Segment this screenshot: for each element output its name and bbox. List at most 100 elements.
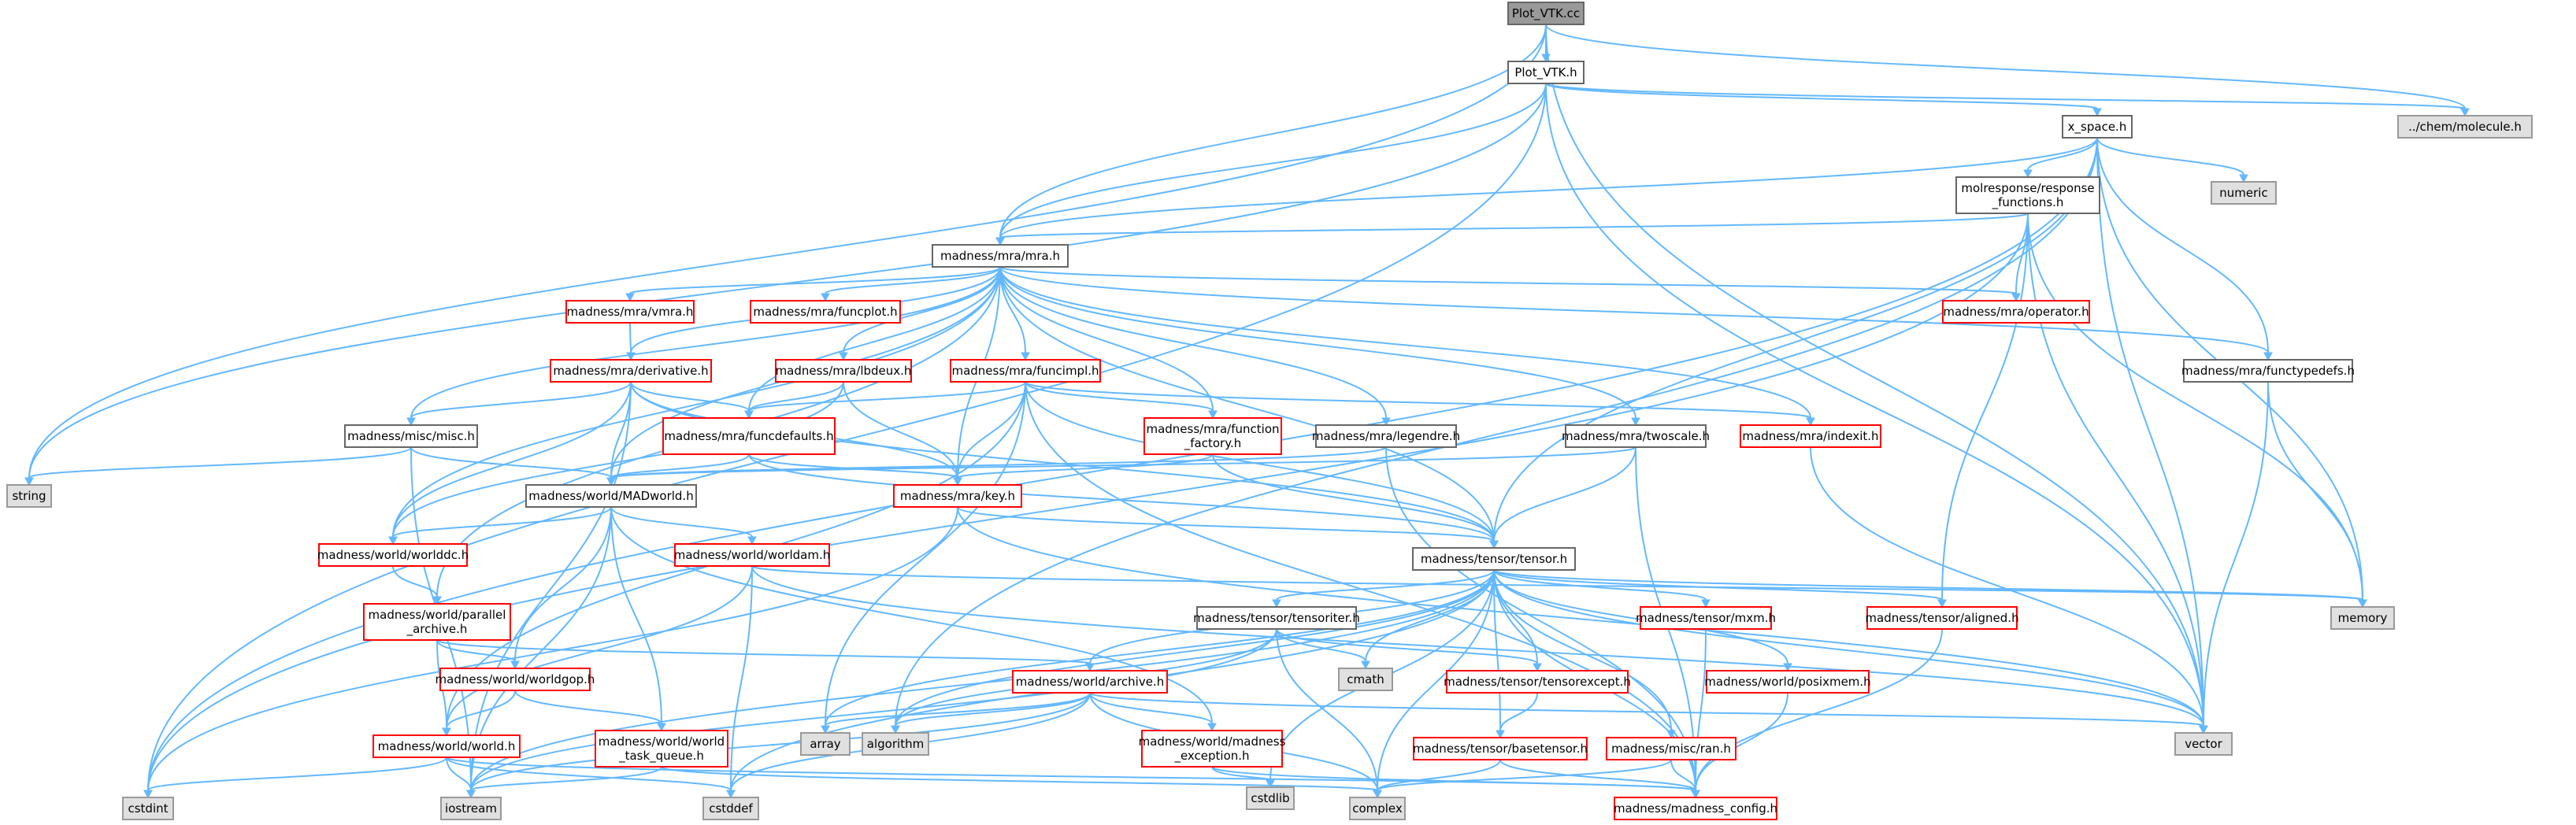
node-box [1640,606,1772,630]
node-worldgop[interactable]: madness/world/worldgop.h [436,668,595,691]
node-aligned[interactable]: madness/tensor/aligned.h [1865,606,2019,630]
node-basetensor[interactable]: madness/tensor/basetensor.h [1413,737,1588,760]
node-mra[interactable]: madness/mra/mra.h [932,244,1069,268]
node-box [1315,424,1457,448]
node-box [674,543,830,567]
node-box [1706,670,1870,694]
node-label: madness/mra/operator.h [1943,305,2089,319]
edge-madworld-to-task_queue [610,506,666,732]
node-label: cstddef [709,801,753,816]
node-box [1012,670,1168,694]
node-chem-molecule: ../chem/molecule.h [2397,115,2533,139]
node-label: complex [1352,801,1403,816]
node-funcdefaults[interactable]: madness/mra/funcdefaults.h [662,417,836,455]
edge-worldgop-to-world [442,690,516,737]
node-box [122,797,174,820]
edge-tensoriter-to-cmath [1276,628,1370,670]
node-posixmem[interactable]: madness/world/posixmem.h [1704,670,1871,694]
edge-worldgop-to-task_queue [514,690,666,732]
node-legendre[interactable]: madness/mra/legendre.h [1312,424,1460,448]
edge-derivative-to-worlddc [388,381,632,546]
node-twoscale[interactable]: madness/mra/twoscale.h [1562,424,1710,448]
node-box [344,424,478,448]
edge-x_space-to-numeric [2096,137,2248,183]
edge-derivative-to-funcdefaults [630,381,754,420]
node-box [595,730,728,768]
node-label: madness/mra/derivative.h [553,364,708,378]
node-x-space[interactable]: x_space.h [2062,115,2133,139]
node-box [1740,424,1881,448]
node-madness-exception[interactable]: madness/world/madness_exception.h [1139,730,1286,768]
node-derivative[interactable]: madness/mra/derivative.h [550,359,712,383]
edge-tensor-to-memory [1493,569,2367,609]
edge-mra-to-indexit [999,266,1815,427]
node-label: array [810,737,840,751]
node-parallel-archive[interactable]: madness/world/parallel_archive.h [363,603,511,641]
node-tensoriter[interactable]: madness/tensor/tensoriter.h [1193,606,1360,630]
node-ran[interactable]: madness/misc/ran.h [1606,737,1736,760]
node-lbdeux[interactable]: madness/mra/lbdeux.h [775,359,912,383]
edge-tensor-to-tensoriter [1272,569,1495,609]
node-plot-vtk-cc[interactable]: Plot_VTK.cc [1507,2,1585,25]
node-label: madness/mra/legendre.h [1312,429,1460,443]
node-label: madness/misc/ran.h [1611,742,1731,756]
node-array: array [800,732,851,756]
edge-worldam-to-memory [751,565,2367,609]
node-misc[interactable]: madness/misc/misc.h [344,424,478,448]
node-label: madness/mra/funcimpl.h [951,364,1099,378]
node-box [932,244,1069,268]
node-label: madness/mra/mra.h [940,249,1060,263]
node-task-queue[interactable]: madness/world/world_task_queue.h [595,730,728,768]
node-label: madness/mra/vmra.h [567,305,694,319]
node-label: madness/tensor/tensoriter.h [1193,611,1360,625]
node-plot-vtk-h[interactable]: Plot_VTK.h [1507,61,1585,84]
node-tensorexcept[interactable]: madness/tensor/tensorexcept.h [1444,670,1631,694]
node-mxm[interactable]: madness/tensor/mxm.h [1636,606,1776,630]
node-box [1942,300,2090,324]
node-funcplot[interactable]: madness/mra/funcplot.h [750,300,901,324]
node-funcimpl[interactable]: madness/mra/funcimpl.h [950,359,1101,383]
node-vmra[interactable]: madness/mra/vmra.h [565,300,695,324]
node-box [1338,668,1393,691]
edge-madness_exception-to-cstdlib [1211,766,1275,789]
node-label: _task_queue.h [618,749,704,764]
node-label: madness/world/world.h [378,739,516,753]
edge-x_space-to-functypedefs [2096,137,2273,361]
node-label: madness/mra/funcplot.h [753,305,897,319]
edge-mra-to-vmra [625,266,1001,302]
node-label: madness/mra/twoscale.h [1562,429,1710,443]
node-madness-config[interactable]: madness/madness_config.h [1614,797,1777,820]
edge-key-to-vector [957,506,2208,734]
node-label: madness/mra/indexit.h [1742,429,1878,443]
node-indexit[interactable]: madness/mra/indexit.h [1740,424,1881,448]
edge-basetensor-to-madness_config [1499,759,1700,799]
node-box [1507,2,1585,25]
node-box [1614,797,1777,820]
node-algorithm: algorithm [862,732,929,756]
node-box [1349,797,1406,820]
node-label: vector [2185,737,2222,751]
node-world[interactable]: madness/world/world.h [373,734,521,758]
node-box [702,797,759,820]
edge-world-to-cstddef [446,757,736,799]
node-molresponse[interactable]: molresponse/response_functions.h [1955,176,2100,214]
node-label: _functions.h [1992,195,2064,210]
node-tensor[interactable]: madness/tensor/tensor.h [1412,547,1576,571]
node-madworld[interactable]: madness/world/MADworld.h [525,484,697,508]
node-worldam[interactable]: madness/world/worldam.h [674,543,830,567]
node-box [1606,737,1736,760]
node-functypedefs[interactable]: madness/mra/functypedefs.h [2181,359,2355,383]
edge-plot_vtk_h-to-chem_molecule [1545,83,2470,117]
node-operator[interactable]: madness/mra/operator.h [1942,300,2090,324]
node-box [363,603,511,641]
node-key[interactable]: madness/mra/key.h [893,484,1022,508]
node-worlddc[interactable]: madness/world/worlddc.h [317,543,469,567]
node-box [2330,606,2395,630]
edge-madworld-to-worldam [610,506,757,546]
node-label: madness/world/parallel [369,608,506,622]
node-function-factory[interactable]: madness/mra/function_factory.h [1143,417,1282,455]
edge-function_factory-to-key [953,453,1214,486]
node-archive[interactable]: madness/world/archive.h [1012,670,1168,694]
node-box [565,300,695,324]
